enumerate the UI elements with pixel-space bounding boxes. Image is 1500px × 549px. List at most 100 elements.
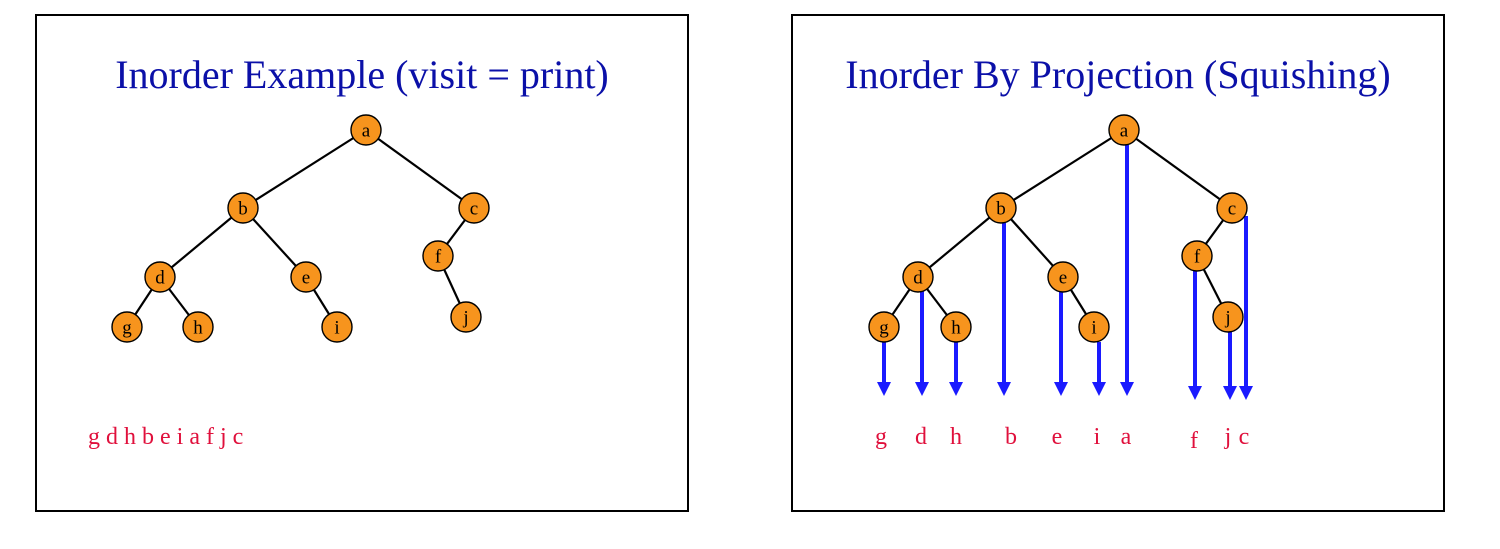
- right-node-circle-f: [1181, 240, 1213, 272]
- projection-letter-c: c: [1239, 424, 1250, 450]
- right-node-circle-g: [868, 311, 900, 343]
- left-edge-a-b: [242, 129, 367, 209]
- left-node-label-e: e: [302, 268, 310, 289]
- left-edge-a-c: [365, 129, 475, 209]
- left-node-label-d: d: [155, 268, 165, 289]
- right-slide: Inorder By Projection (Squishing): [791, 14, 1445, 512]
- left-tree: [126, 129, 475, 328]
- projection-arrowhead-h: [949, 382, 963, 396]
- left-node-f: f: [422, 240, 454, 272]
- left-slide-title: Inorder Example (visit = print): [115, 52, 609, 97]
- projection-letter-a: a: [1121, 424, 1132, 450]
- right-node-circle-i: [1078, 311, 1110, 343]
- right-node-f: f: [1181, 240, 1213, 272]
- projection-arrow-j: [1223, 332, 1237, 400]
- left-nodes: a b c d e f g h i j: [111, 114, 490, 343]
- projection-letter-e: e: [1052, 424, 1063, 450]
- left-node-label-g: g: [122, 318, 132, 339]
- left-node-a: a: [350, 114, 382, 146]
- left-node-label-f: f: [435, 247, 442, 268]
- projection-letter-f: f: [1190, 428, 1198, 454]
- left-node-circle-f: [422, 240, 454, 272]
- left-node-label-i: i: [334, 318, 339, 339]
- projection-arrow-d: [915, 286, 929, 396]
- right-node-j: j: [1212, 301, 1244, 333]
- left-node-circle-a: [350, 114, 382, 146]
- right-node-label-e: e: [1059, 268, 1067, 289]
- left-node-c: c: [458, 192, 490, 224]
- right-node-e: e: [1047, 261, 1079, 293]
- projection-arrow-a: [1120, 145, 1134, 396]
- projection-arrowhead-a: [1120, 382, 1134, 396]
- right-node-label-g: g: [879, 318, 889, 339]
- right-node-c: c: [1216, 192, 1248, 224]
- right-edge-a-c: [1123, 129, 1233, 209]
- right-node-label-b: b: [996, 199, 1006, 220]
- left-node-circle-g: [111, 311, 143, 343]
- right-edge-b-d: [917, 207, 1002, 278]
- projection-letter-h: h: [950, 424, 962, 450]
- projection-arrow-f: [1188, 271, 1202, 400]
- projection-arrow-g: [877, 342, 891, 396]
- projection-letter-b: b: [1005, 424, 1017, 450]
- right-node-a: a: [1108, 114, 1140, 146]
- right-node-circle-e: [1047, 261, 1079, 293]
- right-node-circle-d: [902, 261, 934, 293]
- right-node-circle-b: [985, 192, 1017, 224]
- projection-arrows: [877, 145, 1253, 400]
- right-node-label-f: f: [1194, 247, 1201, 268]
- left-node-label-a: a: [362, 121, 371, 142]
- right-node-circle-c: [1216, 192, 1248, 224]
- left-node-circle-c: [458, 192, 490, 224]
- right-node-label-c: c: [1228, 199, 1236, 220]
- right-node-g: g: [868, 311, 900, 343]
- projection-arrow-i: [1092, 342, 1106, 396]
- left-node-circle-d: [144, 261, 176, 293]
- left-node-circle-b: [227, 192, 259, 224]
- left-node-label-b: b: [238, 199, 248, 220]
- left-node-label-c: c: [470, 199, 478, 220]
- left-node-e: e: [290, 261, 322, 293]
- projection-arrow-c: [1239, 216, 1253, 400]
- right-node-h: h: [940, 311, 972, 343]
- left-node-i: i: [321, 311, 353, 343]
- right-node-i: i: [1078, 311, 1110, 343]
- projection-arrowhead-d: [915, 382, 929, 396]
- left-node-j: j: [450, 301, 482, 333]
- left-node-label-h: h: [193, 318, 203, 339]
- projection-arrowhead-c: [1239, 386, 1253, 400]
- projection-arrowhead-e: [1054, 382, 1068, 396]
- inorder-sequence-text: g d h b e i a f j c: [88, 424, 243, 450]
- projection-letter-i: i: [1094, 424, 1101, 450]
- right-node-label-a: a: [1120, 121, 1129, 142]
- left-node-circle-j: [450, 301, 482, 333]
- right-node-circle-j: [1212, 301, 1244, 333]
- left-edge-b-d: [159, 207, 244, 278]
- right-edge-a-b: [1000, 129, 1125, 209]
- right-node-circle-h: [940, 311, 972, 343]
- right-node-label-h: h: [951, 318, 961, 339]
- left-node-h: h: [182, 311, 214, 343]
- projection-letter-j: j: [1224, 424, 1232, 450]
- right-node-circle-a: [1108, 114, 1140, 146]
- left-node-label-j: j: [462, 308, 468, 329]
- projection-arrowhead-i: [1092, 382, 1106, 396]
- left-node-g: g: [111, 311, 143, 343]
- projection-arrow-b: [997, 223, 1011, 396]
- right-node-label-i: i: [1091, 318, 1096, 339]
- projection-arrow-h: [949, 342, 963, 396]
- projection-arrow-e: [1054, 292, 1068, 396]
- projection-arrowhead-f: [1188, 386, 1202, 400]
- left-slide: Inorder Example (visit = print): [35, 14, 689, 512]
- projection-arrowhead-j: [1223, 386, 1237, 400]
- right-node-b: b: [985, 192, 1017, 224]
- left-node-d: d: [144, 261, 176, 293]
- right-tree: [883, 129, 1233, 328]
- left-node-circle-h: [182, 311, 214, 343]
- left-node-circle-e: [290, 261, 322, 293]
- left-node-b: b: [227, 192, 259, 224]
- projection-letter-g: g: [875, 424, 887, 450]
